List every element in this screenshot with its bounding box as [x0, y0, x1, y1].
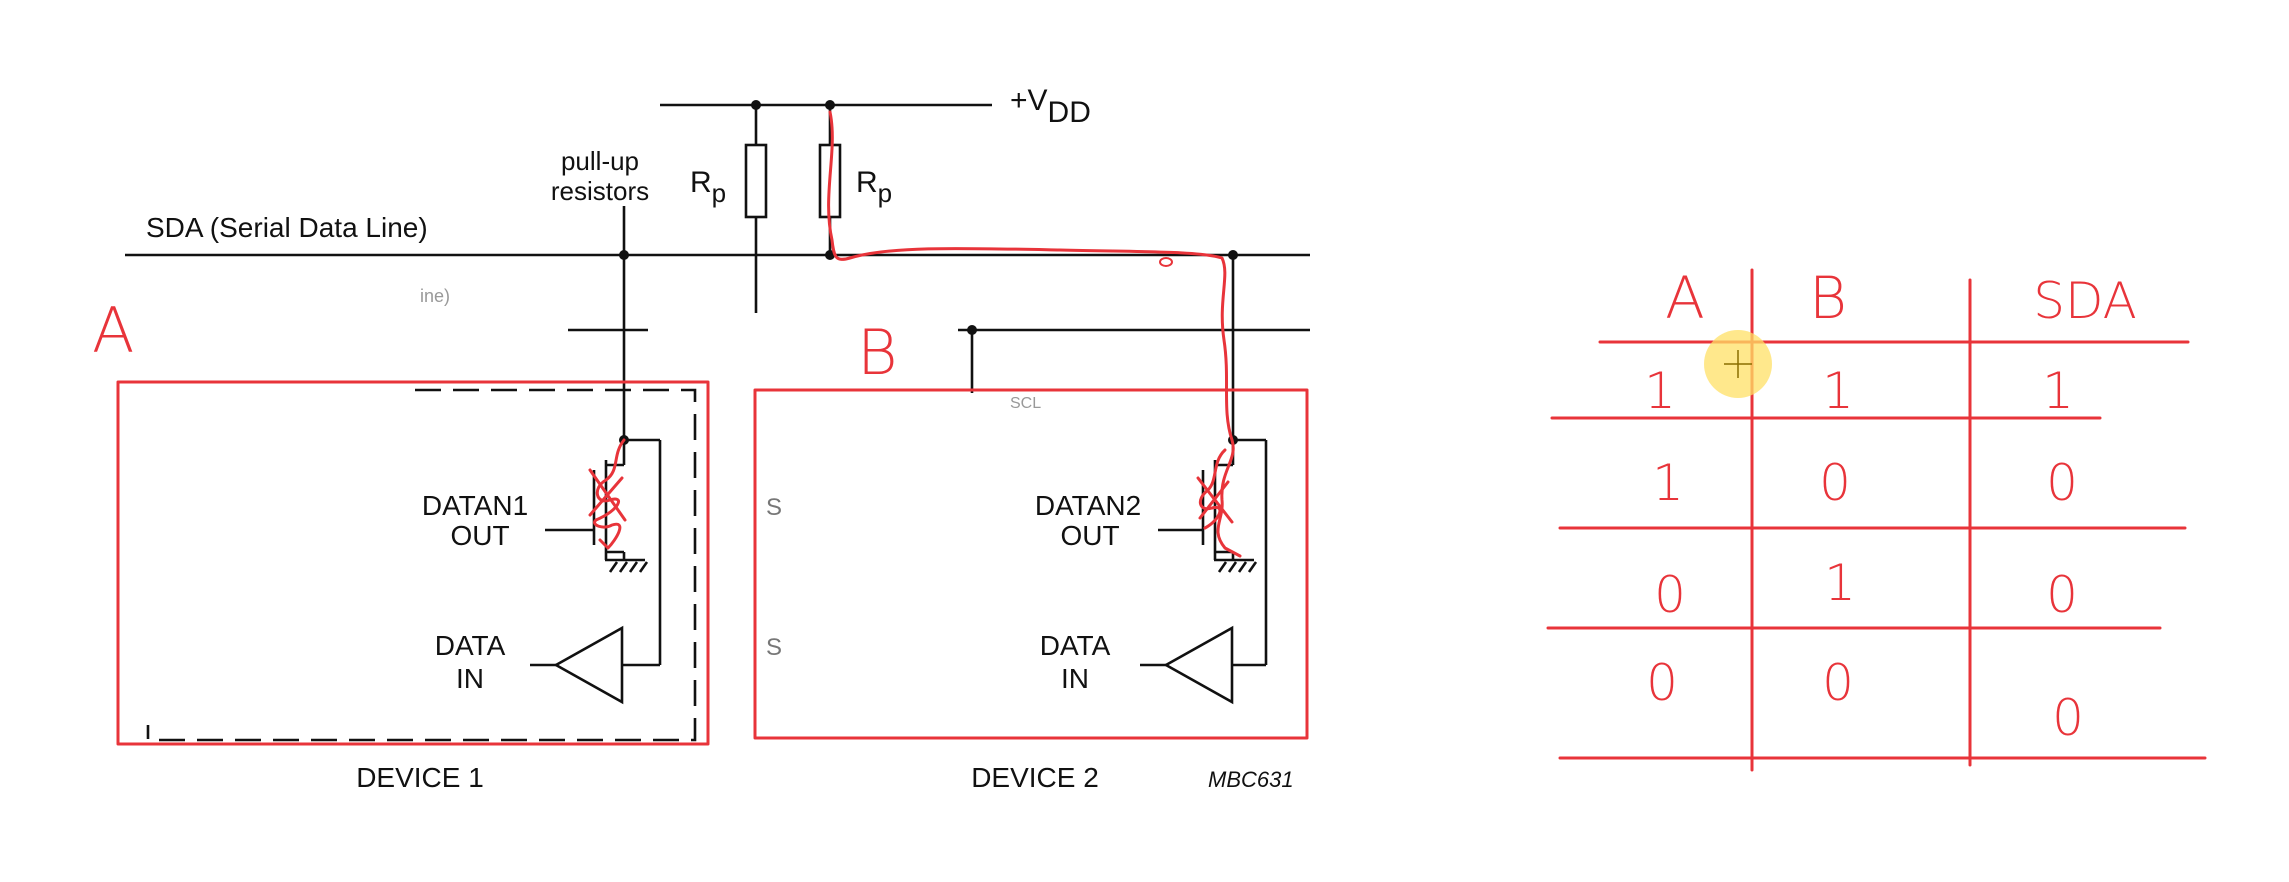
table-header-b: B [1809, 264, 1847, 332]
device2-side-fragment-1: S [766, 494, 782, 521]
table-cell-r1-b: 1 [1822, 362, 1854, 420]
device-b-outline [753, 388, 1309, 740]
device1-ground-icon [608, 561, 649, 573]
table-cell-r1-a: 1 [1644, 362, 1676, 420]
device2-ground-icon [1217, 561, 1258, 573]
table-cell-r4-b: 0 [1822, 654, 1854, 712]
table-cell-r3-sda: 0 [2046, 566, 2078, 624]
device-a-label: A [92, 294, 134, 367]
sda-junction-resistor [825, 250, 835, 260]
device2-in-label-line1: DATA [1040, 630, 1111, 661]
trace-tick-mark [1159, 257, 1173, 267]
table-cell-r2-b: 0 [1819, 454, 1851, 512]
table-cell-r4-a: 0 [1646, 654, 1678, 712]
i2c-schematic: +VDD Rp Rp pull-up resistors SDA (Serial… [125, 84, 1310, 793]
scl-label-fragment: SCL [1010, 395, 1041, 412]
device1-in-label-line2: IN [456, 663, 484, 694]
device1-in-label-line1: DATA [435, 630, 506, 661]
device1-cross-mark [588, 468, 627, 522]
device1-dashed-boundary [146, 388, 697, 742]
device2-out-label-line2: OUT [1060, 520, 1119, 551]
device2-side-fragment-2: S [766, 634, 782, 661]
vdd-label: +VDD [1010, 84, 1091, 129]
device2-out-label-line1: DATAN2 [1035, 490, 1141, 521]
device1-out-label-line1: DATAN1 [422, 490, 528, 521]
sda-label: SDA (Serial Data Line) [146, 212, 428, 243]
table-header-sda: SDA [2033, 272, 2137, 330]
device1-name: DEVICE 1 [356, 762, 484, 793]
table-cell-r3-b: 1 [1824, 554, 1856, 612]
device2-cross-mark [1196, 476, 1234, 524]
table-cell-r3-a: 0 [1654, 566, 1686, 624]
device-b-label: B [857, 316, 898, 389]
resistor-1-label: Rp [690, 166, 726, 208]
resistor-2-label: Rp [856, 166, 892, 208]
device2-name: DEVICE 2 [971, 762, 1099, 793]
device2-in-label-line2: IN [1061, 663, 1089, 694]
cursor-crosshair-icon [1724, 350, 1752, 378]
figure-code: MBC631 [1208, 767, 1294, 792]
device-a-outline [116, 380, 710, 746]
table-cell-r2-a: 1 [1652, 454, 1684, 512]
handwritten-annotations: A B A B SDA 1 1 1 1 0 0 0 [92, 110, 2207, 772]
device1-out-label-line2: OUT [450, 520, 509, 551]
table-header-a: A [1665, 264, 1705, 332]
device1-input-buffer-icon [553, 625, 624, 705]
pullup-label-line1: pull-up [561, 146, 639, 176]
table-cell-r2-sda: 0 [2046, 454, 2078, 512]
current-path-trace [827, 110, 1242, 558]
scl-line-fragment: ine) [420, 286, 450, 306]
resistor-1 [744, 143, 768, 219]
table-cell-r4-sda: 0 [2052, 689, 2084, 747]
device2-transistor-scribble [1198, 448, 1227, 530]
table-cell-r1-sda: 1 [2042, 362, 2074, 420]
device2-input-buffer-icon [1163, 625, 1234, 705]
pullup-label-line2: resistors [551, 176, 649, 206]
